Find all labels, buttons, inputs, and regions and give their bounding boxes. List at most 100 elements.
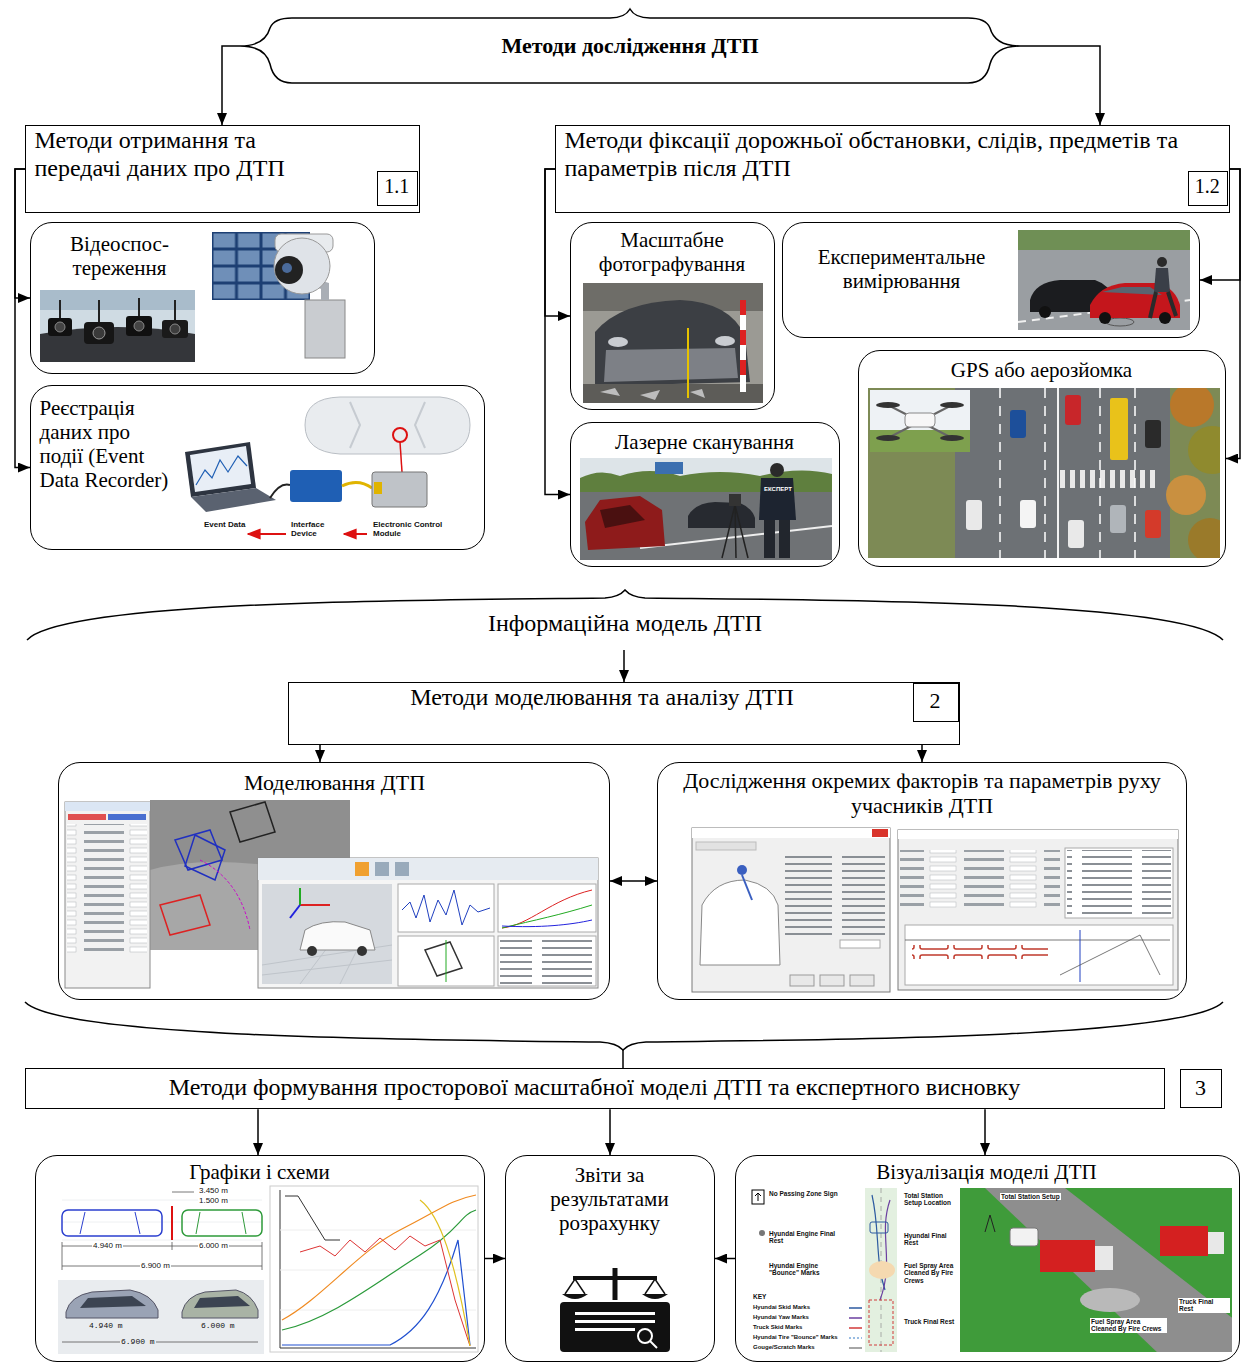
graphs-and-schemes	[285, 1196, 340, 1240]
modelling-software-screens	[200, 860, 250, 930]
factor-analysis-screens	[700, 880, 780, 965]
cctv-photo	[274, 238, 330, 294]
aerial-photo	[1134, 388, 1136, 558]
scene-visualisation	[849, 1347, 862, 1349]
scene-3d-view	[1010, 1228, 1038, 1246]
graphs-and-schemes	[300, 1236, 470, 1346]
event-data-recorder-figure	[305, 397, 470, 454]
modelling-software-screens	[160, 895, 210, 935]
aerial-photo	[1010, 410, 1026, 438]
report-icon	[575, 1320, 655, 1323]
aerial-photo	[1020, 500, 1036, 528]
factor-analysis-screens	[742, 875, 752, 900]
laser-scan-photo	[722, 505, 735, 558]
legend-heading: KEY	[752, 1293, 767, 1300]
node-text: Дослідження окремих факторів та параметр…	[665, 768, 1180, 819]
event-data-recorder-figure	[196, 456, 247, 485]
graphs-and-schemes	[280, 1230, 476, 1310]
laser-scan-photo	[580, 458, 832, 560]
factor-analysis-screens	[692, 828, 890, 992]
damaged-car-photo	[687, 328, 689, 398]
scene-visualisation	[752, 1190, 764, 1204]
cctv-photo	[275, 256, 303, 284]
legend-text: Truck Skid Marks	[753, 1324, 802, 1330]
factor-analysis-screens	[820, 975, 844, 986]
node-text: Методи отримання та передачі даних про Д…	[35, 127, 345, 182]
damaged-car-photo	[604, 348, 738, 382]
jacket-print: ЕКСПЕРТ	[763, 486, 793, 493]
legend-text: Hyundai Tire "Bounce" Marks	[753, 1334, 838, 1340]
laser-scan-photo	[585, 496, 665, 550]
laser-scan-photo	[759, 478, 796, 520]
dashcam-photo	[84, 322, 114, 344]
scene-annotation: Fuel Spray Area Cleaned By Fire Crews	[903, 1262, 960, 1284]
graphs-and-schemes	[62, 1210, 162, 1236]
dashcam-photo	[126, 316, 152, 336]
connector-arrow	[485, 1258, 505, 1260]
event-data-recorder-figure	[185, 442, 256, 497]
cctv-photo	[305, 300, 345, 358]
laser-scan-photo	[580, 458, 832, 560]
connector-arrow	[222, 46, 240, 125]
node-text: 1.1	[378, 175, 417, 198]
scene-annotation: Hyundai Engine "Bounce" Marks	[768, 1262, 850, 1277]
event-data-recorder-figure	[248, 533, 286, 535]
modelling-software-screens	[262, 884, 392, 984]
connector-arrow	[610, 880, 657, 882]
factor-analysis-screens	[840, 940, 880, 948]
dashcam-photo	[40, 290, 195, 310]
graphs-and-schemes	[282, 1210, 476, 1330]
factor-analysis-screens	[737, 865, 747, 875]
damaged-car-photo	[583, 384, 763, 403]
dimension-label: 4.940 m	[92, 1242, 123, 1251]
event-data-recorder-figure	[400, 442, 402, 472]
damaged-car-photo	[740, 300, 746, 392]
dimension-label: 6.900 m	[140, 1262, 171, 1271]
factor-analysis-screens	[785, 855, 885, 935]
category-box: Методи формування просторової масштабної…	[25, 1068, 1165, 1109]
laser-scan-photo	[779, 520, 790, 558]
modelling-software-screens	[65, 802, 150, 988]
event-data-recorder-figure	[415, 402, 425, 448]
dimension-label: 6.000 m	[198, 1242, 229, 1251]
node-text: Методи моделювання та аналізу ДТП	[295, 684, 910, 712]
report-icon	[562, 1294, 588, 1299]
dashcam-photo	[98, 300, 100, 322]
scene-visualisation	[870, 1222, 888, 1233]
modelling-software-screens	[375, 862, 389, 876]
modelling-software-screens	[402, 890, 490, 925]
modelling-software-screens	[502, 890, 592, 928]
laser-scan-photo	[764, 520, 775, 558]
aerial-photo	[1170, 388, 1214, 427]
graphs-and-schemes	[62, 1200, 262, 1240]
graphs-and-schemes	[282, 1195, 476, 1320]
node-text: Звіти за результатами розрахунку	[525, 1163, 695, 1235]
modelling-software-screens	[108, 814, 146, 820]
event-data-recorder-figure	[190, 446, 251, 492]
cctv-photo	[212, 232, 345, 358]
damaged-car-photo	[715, 336, 735, 346]
dashcam-photo	[138, 298, 140, 316]
scene-visualisation	[752, 1188, 1235, 1355]
section-number: 3	[1180, 1069, 1222, 1108]
connector-arrow	[984, 1109, 986, 1155]
legend-text: Hyundai Yaw Marks	[753, 1314, 809, 1320]
node-text: Методи фіксації дорожньої обстановки, сл…	[565, 127, 1185, 182]
scene-visualisation	[755, 1193, 761, 1201]
figure-label: Event Data	[203, 521, 246, 530]
modelling-software-screens	[446, 940, 447, 982]
event-data-recorder-figure	[344, 533, 367, 535]
node-text: Візуалізація моделі ДТП	[742, 1160, 1232, 1184]
node-text: Методи дослідження ДТП	[280, 33, 980, 58]
dashcam-photo	[93, 327, 105, 339]
node-text: Моделювання ДТП	[65, 770, 605, 795]
experiment-photo	[1102, 287, 1162, 295]
report-icon	[575, 1328, 635, 1331]
scene-annotation: Fuel Spray Area Cleaned By Fire Crews	[1090, 1318, 1167, 1333]
graphs-and-schemes	[194, 1296, 250, 1308]
aerial-photo	[1068, 520, 1084, 548]
aerial-photo	[1145, 420, 1161, 448]
damaged-car-photo	[583, 283, 763, 403]
